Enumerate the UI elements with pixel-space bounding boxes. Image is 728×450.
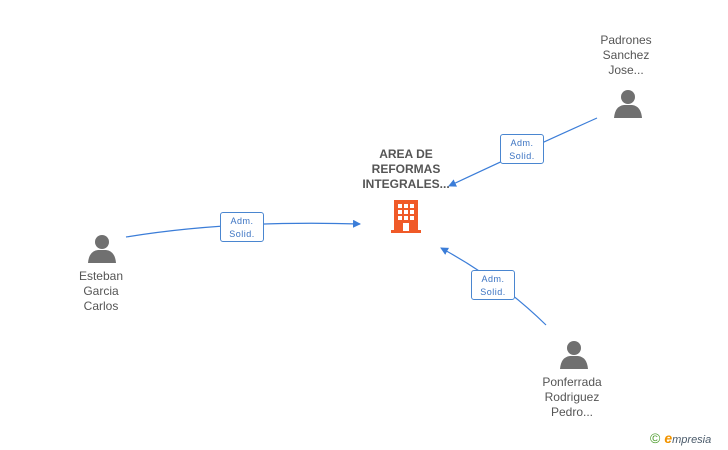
person-icon[interactable] bbox=[559, 339, 589, 369]
relation-badge-padrones[interactable]: Adm. Solid. bbox=[500, 134, 544, 164]
brand-logo: empresia bbox=[664, 430, 712, 446]
person-name-line: Esteban bbox=[78, 269, 124, 283]
person-name-line: Garcia bbox=[83, 284, 119, 298]
company-name-line: AREA DE bbox=[379, 147, 433, 161]
person-name-line: Padrones bbox=[600, 33, 652, 47]
person-name-line: Jose... bbox=[608, 63, 644, 77]
person-name-line: Pedro... bbox=[550, 405, 594, 419]
building-icon[interactable] bbox=[390, 198, 422, 234]
person-name-line: Ponferrada bbox=[542, 375, 602, 389]
brand-footer[interactable]: © empresia bbox=[650, 428, 711, 448]
person-name-ponferrada[interactable]: Ponferrada Rodriguez Pedro... bbox=[512, 375, 632, 420]
person-icon[interactable] bbox=[87, 233, 117, 263]
company-name-line: REFORMAS bbox=[371, 162, 441, 176]
person-name-esteban[interactable]: Esteban Garcia Carlos bbox=[41, 269, 161, 314]
person-name-line: Sanchez bbox=[602, 48, 650, 62]
person-name-line: Carlos bbox=[83, 299, 119, 313]
relation-badge-ponferrada[interactable]: Adm. Solid. bbox=[471, 270, 515, 300]
copyright-icon: © bbox=[650, 430, 661, 446]
company-name[interactable]: AREA DE REFORMAS INTEGRALES... bbox=[346, 147, 466, 192]
person-icon[interactable] bbox=[613, 88, 643, 118]
relation-label-line: Adm. bbox=[481, 274, 505, 284]
company-name-line: INTEGRALES... bbox=[362, 177, 450, 191]
relation-label-line: Solid. bbox=[509, 151, 535, 161]
person-name-padrones[interactable]: Padrones Sanchez Jose... bbox=[566, 33, 686, 78]
relation-label-line: Solid. bbox=[480, 287, 506, 297]
person-name-line: Rodriguez bbox=[544, 390, 600, 404]
relation-label-line: Adm. bbox=[510, 138, 534, 148]
relation-label-line: Adm. bbox=[230, 216, 254, 226]
relation-badge-esteban[interactable]: Adm. Solid. bbox=[220, 212, 264, 242]
relation-label-line: Solid. bbox=[229, 229, 255, 239]
